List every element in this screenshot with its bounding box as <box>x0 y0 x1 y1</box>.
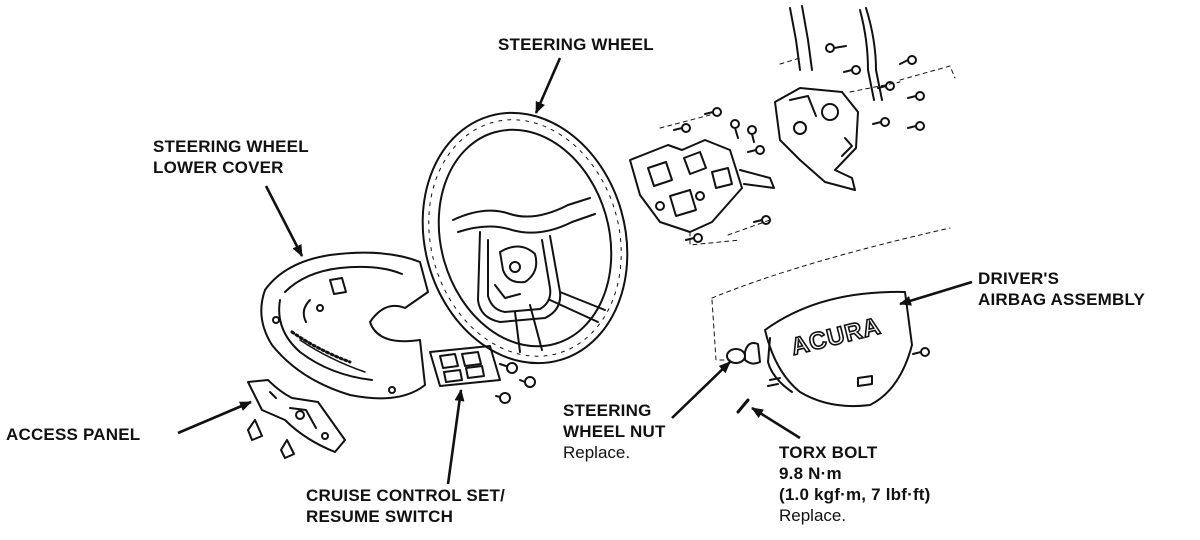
cruise-switch-leader-arrow <box>446 389 465 485</box>
airbag-label-line1: DRIVER'S <box>978 269 1060 288</box>
drivers-airbag-assembly-drawing <box>711 227 951 408</box>
access-panel-leader-arrow <box>177 400 252 435</box>
nut-label-line1: STEERING <box>563 401 652 420</box>
cruise-label-line2: RESUME SWITCH <box>306 507 454 526</box>
torx-label-line1: TORX BOLT <box>779 443 878 462</box>
cruise-label-line1: CRUISE CONTROL SET/ <box>306 486 506 505</box>
access-panel-label: ACCESS PANEL <box>6 425 141 444</box>
lower-cover-label: STEERING WHEEL LOWER COVER <box>153 136 309 178</box>
torx-replace-note: Replace. <box>779 506 847 525</box>
steering-wheel-lower-cover-drawing <box>260 251 429 400</box>
airbag-assembly-label: DRIVER'S AIRBAG ASSEMBLY <box>978 268 1145 310</box>
airbag-emblem-text: ACURA <box>788 313 883 361</box>
cruise-control-switch-drawing <box>429 345 536 404</box>
steering-wheel-nut-leader-arrow <box>671 361 731 419</box>
airbag-leader-arrow <box>899 280 973 306</box>
nut-label-line2: WHEEL NUT <box>563 422 666 441</box>
lower-cover-label-line2: LOWER COVER <box>153 158 284 177</box>
steering-wheel-leader-arrow <box>534 57 562 114</box>
steering-wheel-label: STEERING WHEEL <box>498 35 654 54</box>
column-bracket-assembly-drawing <box>629 5 956 246</box>
cruise-switch-label: CRUISE CONTROL SET/ RESUME SWITCH <box>306 485 505 527</box>
torx-torque-nm: 9.8 N·m <box>779 464 842 483</box>
steering-wheel-nut-label: STEERING WHEEL NUT Replace. <box>563 400 666 463</box>
torx-bolt-label: TORX BOLT 9.8 N·m (1.0 kgf·m, 7 lbf·ft) … <box>779 442 931 526</box>
steering-wheel-drawing <box>421 111 629 365</box>
airbag-label-line2: AIRBAG ASSEMBLY <box>978 290 1146 309</box>
access-panel-drawing <box>247 379 346 459</box>
lower-cover-leader-arrow <box>264 185 304 257</box>
nut-replace-note: Replace. <box>563 443 631 462</box>
torx-bolt-leader-arrow <box>751 406 801 440</box>
fastener-drawings <box>673 43 930 414</box>
lower-cover-label-line1: STEERING WHEEL <box>153 137 309 156</box>
torx-torque-alt-units: (1.0 kgf·m, 7 lbf·ft) <box>779 485 931 504</box>
